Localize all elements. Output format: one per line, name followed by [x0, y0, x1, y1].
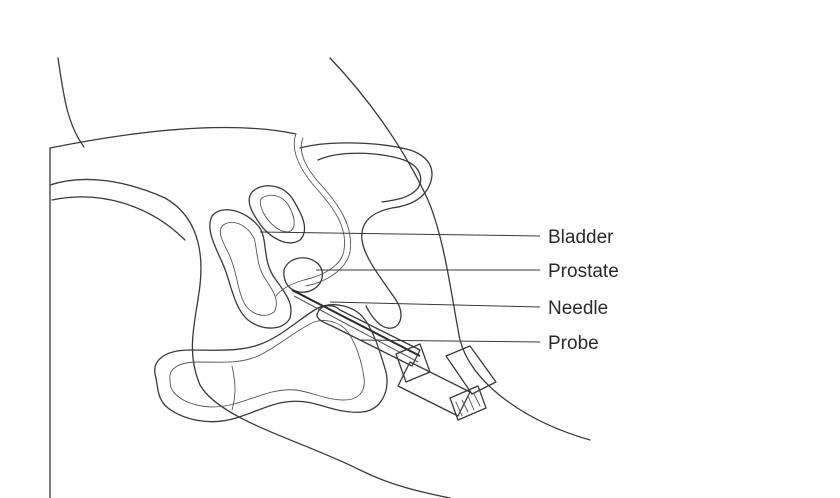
bladder-organ: [284, 258, 323, 292]
label-needle: Needle: [548, 298, 608, 319]
leader-bladder: [260, 232, 540, 236]
bladder-wall: [300, 143, 432, 328]
body-outline: [50, 58, 590, 498]
pubic-bone: [249, 186, 304, 243]
label-bladder: Bladder: [548, 227, 614, 248]
labels: Bladder Prostate Needle Probe: [548, 227, 619, 354]
label-prostate: Prostate: [548, 261, 619, 282]
label-leaders: [260, 232, 540, 342]
sacrum: [210, 210, 291, 328]
leader-probe: [360, 340, 540, 342]
rectum: [155, 305, 387, 422]
label-probe: Probe: [548, 333, 599, 354]
leader-needle: [330, 302, 540, 307]
catheter: [276, 134, 351, 296]
